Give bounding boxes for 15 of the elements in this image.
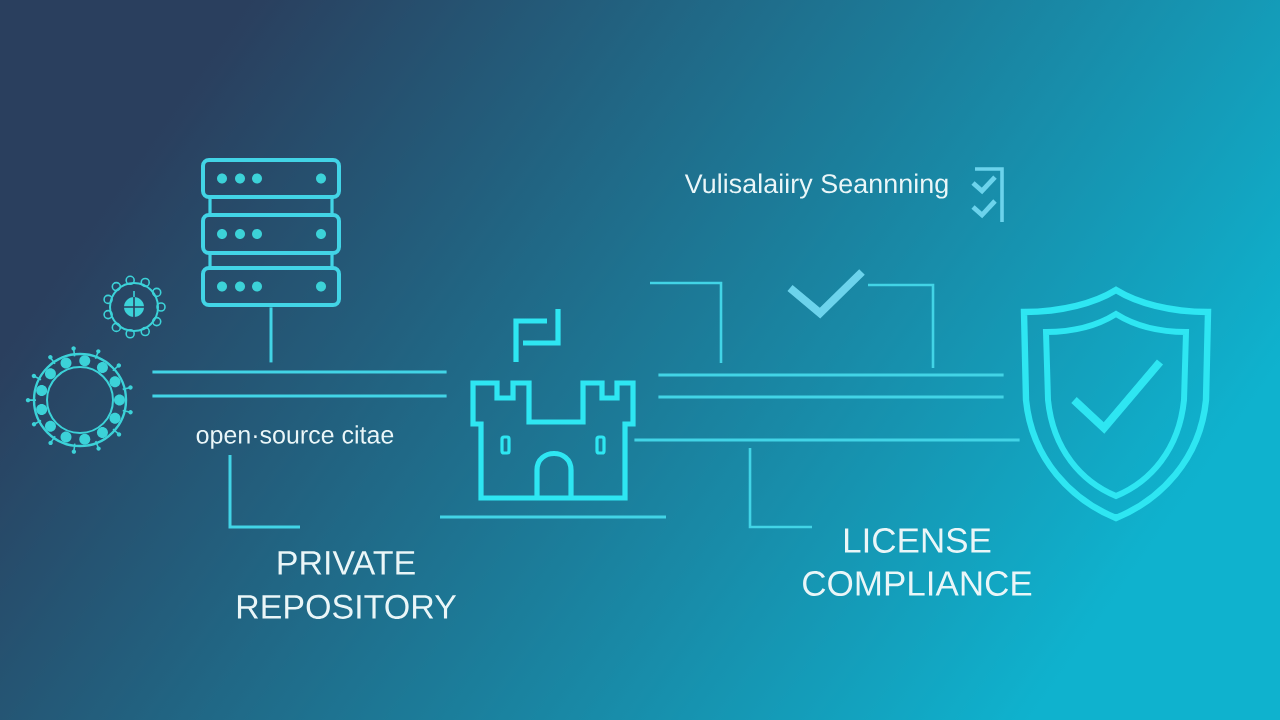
connector-line (152, 370, 447, 374)
virus-icon (25, 346, 133, 454)
connector-line (269, 307, 273, 363)
castle-icon (470, 309, 636, 501)
connector-line (152, 394, 447, 398)
connector-line (658, 395, 1004, 399)
virus-icon (103, 275, 166, 339)
heading-text: LICENSE COMPLIANCE (803, 528, 1032, 596)
connector-line (634, 438, 1020, 442)
connector-line (658, 373, 1004, 377)
server-icon (201, 158, 341, 307)
heading-text: Vulisalaiiry Seannning (684, 173, 948, 199)
heading-text: PRIVATE REPOSITORY (237, 551, 457, 619)
shield-icon (1020, 286, 1212, 522)
label-text: open·source citae (196, 425, 394, 449)
